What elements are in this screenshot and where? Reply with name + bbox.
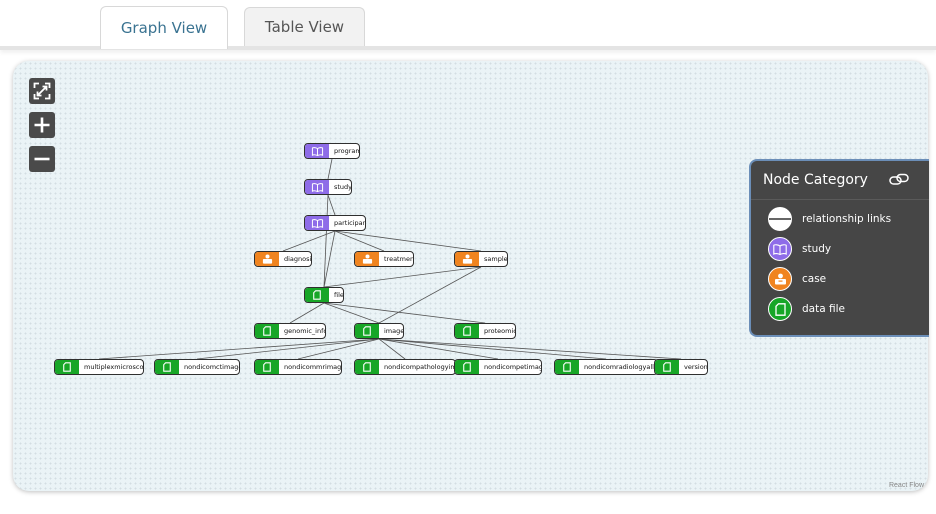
tab-graph-view[interactable]: Graph View — [100, 6, 228, 49]
file-icon — [655, 360, 679, 374]
node-label: version — [684, 363, 707, 371]
legend-title: Node Category — [763, 172, 868, 188]
node-category-legend: Node Category relationship links study c… — [749, 159, 929, 337]
file-icon — [355, 324, 379, 338]
tab-bar: Graph View Table View — [0, 0, 936, 50]
node-label: treatment — [384, 255, 413, 263]
plus-icon — [34, 117, 50, 133]
node-label: genomic_info — [284, 327, 325, 335]
tab-label: Graph View — [120, 19, 208, 37]
file-icon — [455, 360, 479, 374]
zoom-in-button[interactable] — [29, 112, 55, 138]
case-icon — [255, 252, 279, 266]
book-icon — [768, 237, 792, 261]
node-nondicomradiologyallmodalities[interactable]: nondicomradiologyallmod — [554, 359, 658, 375]
node-diagnosis[interactable]: diagnosis — [254, 251, 312, 267]
book-icon — [305, 180, 329, 194]
minus-icon — [34, 157, 50, 161]
file-icon — [768, 297, 792, 321]
edge-sample-file — [323, 266, 482, 288]
legend-item-case: case — [768, 267, 826, 291]
node-sample[interactable]: sample — [454, 251, 508, 267]
edge-program-study — [327, 158, 333, 180]
node-label: nondicompathologyimages — [384, 363, 455, 371]
node-participant[interactable]: participant — [304, 215, 366, 231]
node-label: proteomic — [484, 327, 515, 335]
node-program[interactable]: program — [304, 143, 360, 159]
node-nondicommrimages[interactable]: nondicommrimages — [254, 359, 342, 375]
legend-item-data-file: data file — [768, 297, 845, 321]
file-icon — [355, 360, 379, 374]
file-icon — [55, 360, 79, 374]
node-nondicompathologyimages[interactable]: nondicompathologyimages — [354, 359, 456, 375]
edge-file-genomic_info — [289, 302, 325, 324]
legend-label: data file — [802, 303, 845, 315]
node-image[interactable]: image — [354, 323, 404, 339]
legend-item-relationship-links: relationship links — [768, 207, 891, 231]
node-label: diagnosis — [284, 255, 311, 263]
node-label: nondicompetimages — [484, 363, 541, 371]
legend-label: study — [802, 243, 832, 255]
case-icon — [355, 252, 379, 266]
legend-label: case — [802, 273, 827, 285]
legend-divider — [751, 199, 929, 200]
node-label: nondicomctimages — [184, 363, 239, 371]
edge-study-participant — [327, 194, 336, 216]
node-proteomic[interactable]: proteomic — [454, 323, 516, 339]
node-study[interactable]: study — [304, 179, 352, 195]
file-icon — [555, 360, 579, 374]
edge-participant-file — [323, 230, 336, 288]
node-nondicompetimages[interactable]: nondicompetimages — [454, 359, 542, 375]
node-label: nondicomradiologyallmod — [584, 363, 657, 371]
relationship-link-icon — [768, 207, 792, 231]
case-icon — [768, 267, 792, 291]
edge-image-version — [378, 338, 682, 360]
edge-file-image — [323, 302, 380, 324]
tab-table-view[interactable]: Table View — [244, 7, 365, 46]
file-icon — [455, 324, 479, 338]
file-icon — [155, 360, 179, 374]
node-genomic_info[interactable]: genomic_info — [254, 323, 326, 339]
fit-view-button[interactable] — [29, 78, 55, 104]
case-icon — [455, 252, 479, 266]
edge-participant-diagnosis — [282, 230, 336, 252]
node-label: program — [334, 147, 359, 155]
file-icon — [255, 324, 279, 338]
edge-image-nondicomradiologyallmodalities — [378, 338, 607, 360]
edge-study-file — [323, 194, 329, 288]
edge-file-proteomic — [323, 302, 486, 324]
node-nondicomctimages[interactable]: nondicomctimages — [154, 359, 240, 375]
node-label: study — [334, 183, 351, 191]
node-label: nondicommrimages — [284, 363, 341, 371]
edge-image-multiplexmicroscopy — [98, 338, 380, 360]
node-multiplexmicroscopy[interactable]: multiplexmicroscopy — [54, 359, 144, 375]
node-label: sample — [484, 255, 507, 263]
edge-image-nondicommrimages — [297, 338, 380, 360]
node-label: file — [334, 291, 343, 299]
edge-participant-treatment — [334, 230, 385, 252]
fit-view-icon — [33, 82, 51, 100]
edge-image-nondicompetimages — [378, 338, 499, 360]
edge-participant-sample — [334, 230, 482, 252]
book-icon — [305, 144, 329, 158]
file-icon — [255, 360, 279, 374]
legend-item-study: study — [768, 237, 831, 261]
node-version[interactable]: version — [654, 359, 708, 375]
file-icon — [305, 288, 329, 302]
node-label: participant — [334, 219, 365, 227]
edge-image-nondicomctimages — [196, 338, 380, 360]
node-label: multiplexmicroscopy — [84, 363, 143, 371]
node-label: image — [384, 327, 403, 335]
zoom-out-button[interactable] — [29, 146, 55, 172]
node-file[interactable]: file — [304, 287, 344, 303]
react-flow-attribution[interactable]: React Flow — [888, 482, 924, 489]
book-icon — [305, 216, 329, 230]
legend-label: relationship links — [802, 213, 892, 225]
edge-image-nondicompathologyimages — [378, 338, 406, 360]
link-icon[interactable] — [889, 173, 909, 192]
tab-label: Table View — [264, 18, 345, 36]
node-treatment[interactable]: treatment — [354, 251, 414, 267]
edge-sample-image — [378, 266, 482, 324]
edges-layer — [98, 158, 682, 360]
